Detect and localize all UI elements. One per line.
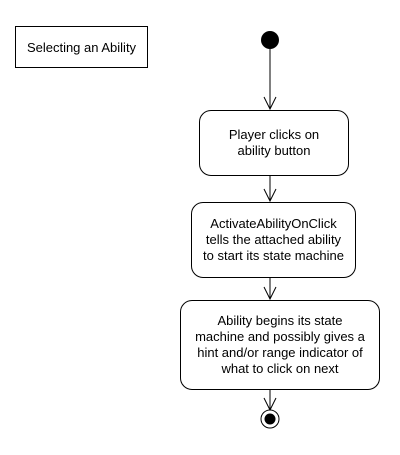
- activity-player-clicks: Player clicks on ability button: [199, 110, 349, 176]
- activity-ability-begins: Ability begins its state machine and pos…: [180, 300, 380, 390]
- flow-arrowhead-start: [263, 96, 277, 111]
- initial-node: [261, 31, 279, 49]
- flow-arrowhead-2: [263, 286, 277, 301]
- final-node-core: [264, 413, 276, 425]
- diagram-title: Selecting an Ability: [15, 26, 148, 68]
- flow-arrowhead-1: [263, 188, 277, 203]
- activity-activate-ability: ActivateAbilityOnClick tells the attache…: [191, 202, 356, 278]
